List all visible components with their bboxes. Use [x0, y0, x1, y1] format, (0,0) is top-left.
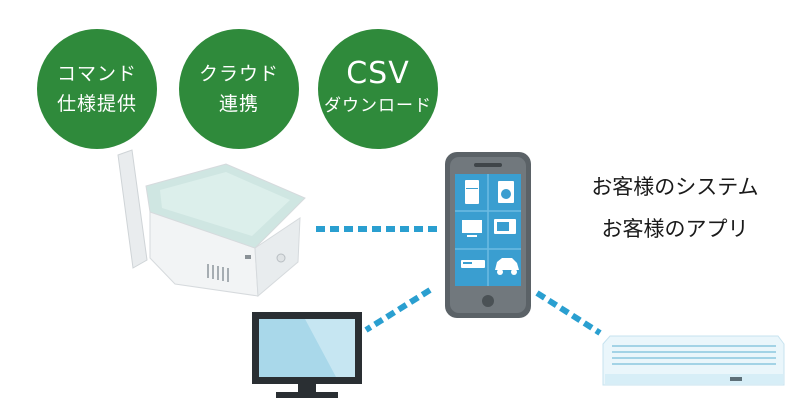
- smartphone: [445, 152, 531, 318]
- refrigerator-icon: [465, 180, 479, 204]
- washing-machine-icon: [498, 181, 514, 203]
- tv-icon: [462, 220, 482, 237]
- badge-cloud-line2: 連携: [218, 93, 259, 115]
- car-icon: [495, 258, 519, 275]
- air-conditioner: [602, 335, 785, 386]
- badge-command-line1: コマンド: [56, 63, 137, 85]
- caption-customer-app: お客様のアプリ: [601, 217, 749, 241]
- video-recorder-icon: [461, 260, 485, 268]
- router-device: [117, 149, 306, 298]
- command-spec-badge: コマンド 仕様提供: [37, 29, 157, 149]
- badge-csv-line2: ダウンロード: [324, 96, 432, 116]
- badge-cloud-line1: クラウド: [198, 63, 279, 85]
- tv-monitor: [252, 312, 362, 398]
- csv-download-badge: CSV ダウンロード: [318, 29, 438, 149]
- badge-command-line2: 仕様提供: [56, 93, 137, 115]
- connector-lines: [316, 226, 602, 336]
- microwave-icon: [494, 219, 516, 234]
- caption-customer-system: お客様のシステム: [591, 175, 759, 199]
- cloud-link-badge: クラウド 連携: [179, 29, 299, 149]
- badge-csv-line1: CSV: [346, 56, 410, 91]
